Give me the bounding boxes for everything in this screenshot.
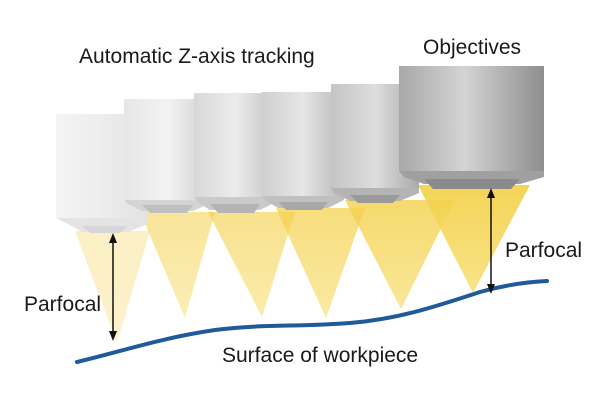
objective-4 bbox=[262, 92, 344, 210]
light-cone-4 bbox=[276, 208, 365, 318]
parfocal-arrow-right bbox=[487, 188, 495, 294]
light-cone-2 bbox=[140, 212, 215, 318]
objective-6 bbox=[399, 66, 544, 189]
light-cone-5 bbox=[345, 200, 455, 309]
light-cone-6 bbox=[418, 185, 530, 293]
parfocal-label-right: Parfocal bbox=[505, 239, 583, 262]
surface-label: Surface of workpiece bbox=[222, 344, 419, 367]
light-cones bbox=[75, 185, 530, 343]
diagram-title: Automatic Z-axis tracking bbox=[79, 45, 315, 68]
objectives-label: Objectives bbox=[423, 36, 522, 59]
parfocal-label-left: Parfocal bbox=[24, 293, 102, 316]
light-cone-3 bbox=[208, 212, 295, 317]
parfocal-arrow-left bbox=[109, 233, 117, 341]
